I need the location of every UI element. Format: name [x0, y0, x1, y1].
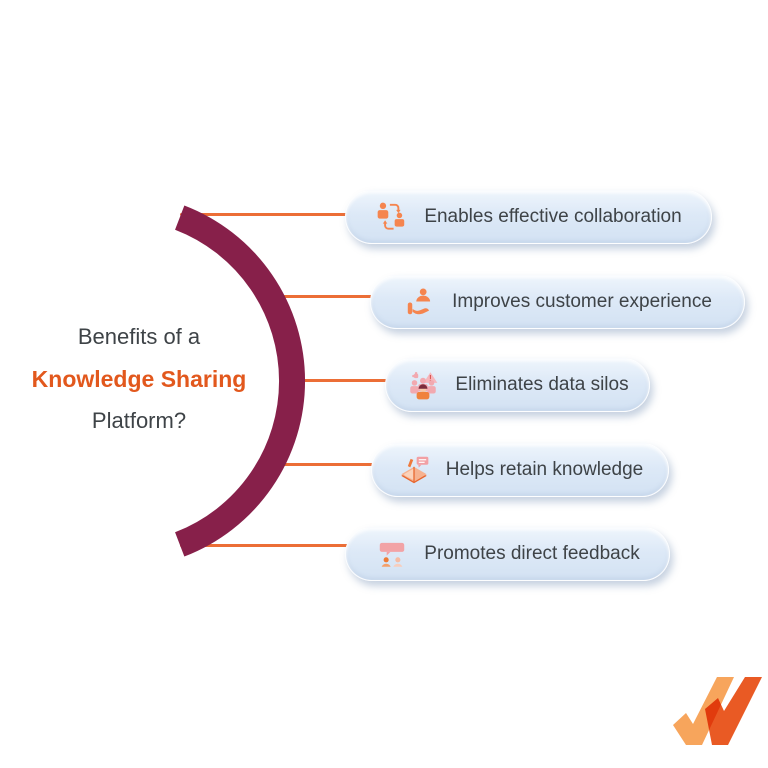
data-silos-icon: ! [410, 372, 438, 400]
svg-text:!: ! [429, 373, 432, 383]
benefit-label: Promotes direct feedback [424, 543, 640, 564]
retain-knowledge-icon [400, 456, 429, 484]
title-line-2-accent: Knowledge Sharing [31, 366, 247, 392]
customer-experience-icon [407, 288, 431, 315]
benefit-label: Helps retain knowledge [445, 459, 644, 480]
title-line-3: Platform? [91, 408, 187, 433]
whatfix-w-logo [673, 677, 762, 745]
page-title: Benefits of a Knowledge Sharing Platform… [8, 316, 270, 442]
connector-line-2 [282, 295, 374, 298]
benefit-pill-direct-feedback: Promotes direct feedback [345, 527, 670, 581]
title-line-1: Benefits of a [77, 324, 201, 349]
benefit-label: Improves customer experience [452, 291, 712, 312]
direct-feedback-icon [380, 542, 405, 567]
connector-line-3 [301, 379, 387, 382]
benefit-pill-collaboration: Enables effective collaboration [345, 190, 712, 244]
connector-line-5 [180, 544, 349, 547]
benefit-pill-retain-knowledge: Helps retain knowledge [371, 443, 669, 497]
collaboration-icon [377, 202, 405, 230]
benefit-label: Enables effective collaboration [424, 206, 682, 227]
connector-line-1 [180, 213, 349, 216]
connector-line-4 [282, 463, 374, 466]
benefit-pill-data-silos: ! Eliminates data silos [385, 358, 650, 412]
benefit-label: Eliminates data silos [455, 374, 629, 395]
benefit-pill-customer-experience: Improves customer experience [370, 275, 745, 329]
